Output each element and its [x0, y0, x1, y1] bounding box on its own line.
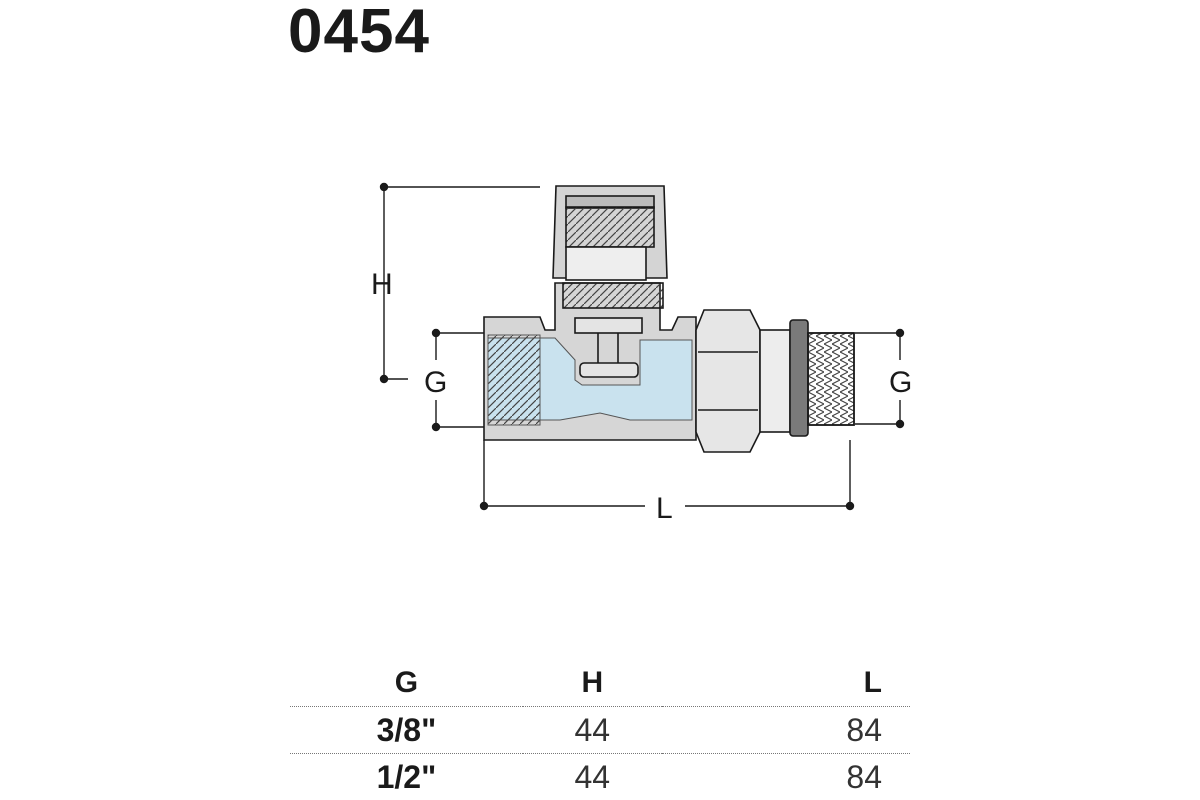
dimension-label-g-left: G: [424, 366, 447, 399]
dimension-label-l: L: [656, 492, 673, 525]
union-nut: [695, 309, 791, 453]
cell-h: 44: [522, 706, 662, 754]
cell-l: 84: [661, 706, 910, 754]
cell-g: 1/2": [376, 758, 437, 795]
valve-technical-drawing: H G G L: [371, 182, 912, 525]
product-code-title: 0454: [288, 0, 430, 66]
table-header-row: G H L: [290, 660, 910, 707]
dimension-lines: [379, 182, 905, 511]
cell-h: 44: [574, 758, 611, 795]
tail-connector: [789, 319, 855, 437]
dimensions-table: G H L 3/8" 44 84 1/2" 44 84: [290, 660, 910, 800]
column-header-h: H: [522, 660, 662, 707]
column-header-g: G: [290, 660, 523, 707]
dimension-label-g-right: G: [889, 366, 912, 399]
table-row: 1/2" 44 84: [290, 754, 910, 800]
valve-cap: [552, 185, 668, 281]
table-row: 3/8" 44 84: [290, 706, 910, 754]
dimension-label-h: H: [371, 268, 393, 301]
column-header-l: L: [661, 660, 910, 707]
cell-g: 3/8": [290, 706, 523, 754]
valve-body: [483, 282, 697, 441]
cell-l: 84: [846, 758, 882, 795]
